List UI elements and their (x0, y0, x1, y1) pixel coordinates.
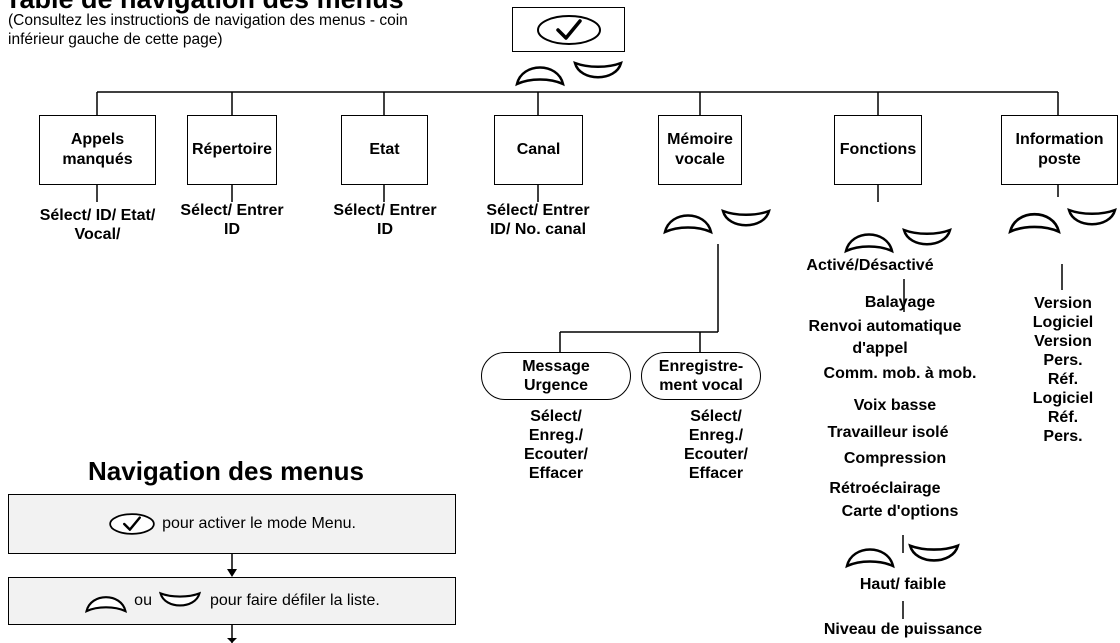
nav-step-2-or: ou (134, 592, 152, 609)
nav-title: Navigation des menus (88, 456, 364, 486)
menu-box-etat: Etat (341, 115, 428, 185)
checkmark-button-icon (536, 14, 601, 45)
fonction-item: Voix basse (853, 397, 937, 414)
down-arrow-key-icon (902, 227, 952, 246)
fonction-item: Comm. mob. à mob. (823, 365, 977, 382)
canal-options-text: Sélect/ Entrer ID/ No. canal (486, 202, 590, 238)
fonction-item: d'appel (852, 340, 908, 357)
up-arrow-key-icon (845, 548, 895, 569)
fonction-item: Renvoi automatique (808, 318, 962, 335)
info-item: Version (1034, 333, 1092, 350)
down-arrow-key-icon (1067, 207, 1117, 226)
appels-options-text: Sélect/ ID/ Etat/ Vocal/ (39, 207, 156, 243)
fonction-item: Compression (843, 450, 947, 467)
checkmark-button-icon (109, 513, 155, 535)
repertoire-options-text: Sélect/ Entrer ID (180, 202, 284, 238)
info-item: Pers. (1043, 428, 1083, 445)
power-options-text: Haut/ faible (859, 576, 947, 593)
pill-enregistrement-vocal: Enregistre- ment vocal (641, 352, 761, 400)
info-item: Logiciel (1032, 390, 1094, 407)
fonction-item: Balayage (864, 294, 936, 311)
up-arrow-key-icon (663, 214, 713, 235)
info-item: Réf. (1047, 371, 1079, 388)
nav-step-1-text: pour activer le mode Menu. (162, 515, 356, 532)
info-list: Version Logiciel Version Pers. Réf. Logi… (1010, 294, 1116, 446)
up-arrow-key-icon (85, 596, 128, 614)
menu-box-memoire-vocale: Mémoire vocale (658, 115, 742, 185)
pill-message-urgence: Message Urgence (481, 352, 631, 400)
page-title: Table de navigation des menus (5, 0, 404, 15)
enregistrement-options: Sélect/ Enreg./ Ecouter/ Effacer (683, 408, 748, 482)
page-subtitle: (Consultez les instructions de navigatio… (8, 12, 408, 48)
nav-step-2: ou pour faire défiler la liste. (8, 577, 456, 625)
fonction-item: Travailleur isolé (827, 424, 949, 441)
menu-box-fonctions: Fonctions (834, 115, 922, 185)
info-item: Version (1034, 295, 1092, 312)
message-urgence-options: Sélect/ Enreg./ Ecouter/ Effacer (523, 408, 588, 482)
menu-box-information-poste: Information poste (1001, 115, 1118, 185)
info-item: Réf. (1047, 409, 1079, 426)
menu-box-appels-manques: Appels manqués (39, 115, 156, 185)
nav-step-2-text: pour faire défiler la liste. (209, 592, 380, 609)
menu-box-repertoire: Répertoire (187, 115, 277, 185)
menu-box-canal: Canal (494, 115, 583, 185)
down-arrow-key-icon (721, 208, 771, 227)
info-item: Logiciel (1032, 314, 1094, 331)
select-key-box (512, 7, 625, 52)
fonction-item: Carte d'options (841, 503, 959, 520)
etat-options-text: Sélect/ Entrer ID (333, 202, 437, 238)
power-level-label: Niveau de puissance (823, 621, 983, 638)
info-item: Pers. (1043, 352, 1083, 369)
down-arrow-key-icon (158, 591, 201, 607)
down-arrow-key-icon (908, 543, 960, 562)
nav-step-1: pour activer le mode Menu. (8, 494, 456, 554)
fonctions-options-text: Activé/Désactivé (806, 257, 934, 274)
fonction-item: Rétroéclairage (829, 480, 941, 497)
up-arrow-key-icon (1008, 212, 1061, 235)
up-arrow-key-icon (844, 233, 894, 254)
up-arrow-key-icon (515, 66, 565, 87)
down-arrow-key-icon (573, 60, 623, 79)
